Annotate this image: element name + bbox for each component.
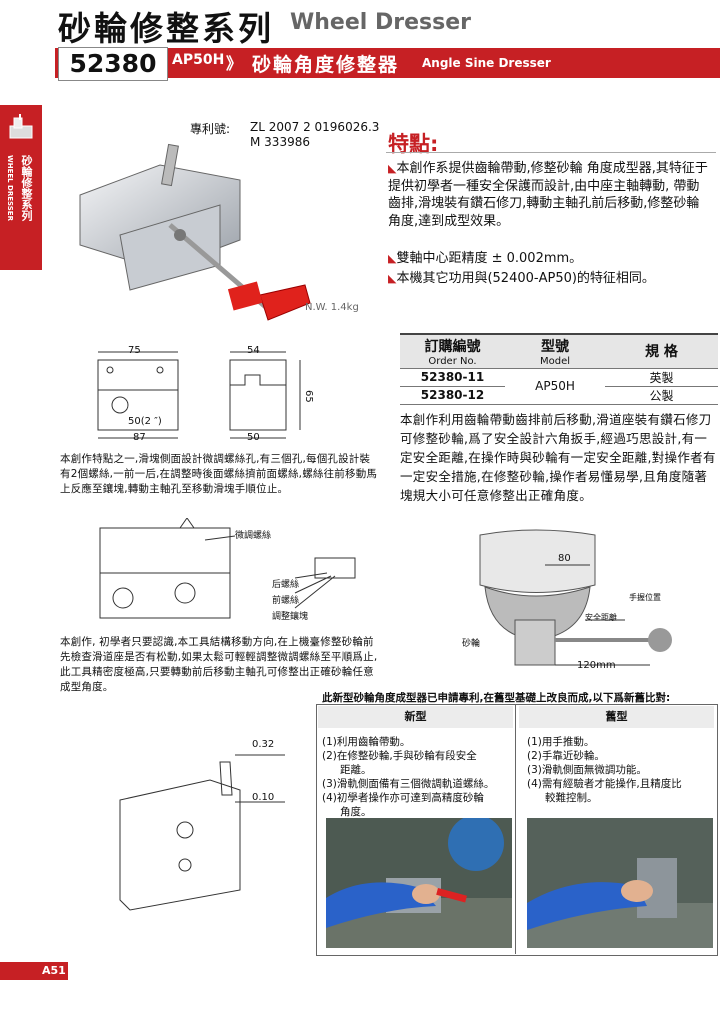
feature-item: ◣本機其它功用與(52400-AP50)的特征相同。 <box>388 271 655 286</box>
side-label-en: WHEEL DRESSER <box>6 155 14 221</box>
comparison-header-new: 新型 <box>318 706 513 728</box>
callout-label: 微調螺絲 <box>235 531 272 541</box>
subtitle-en: Angle Sine Dresser <box>422 56 551 70</box>
screw-drawing <box>99 518 356 619</box>
patent-label: 專利號: <box>190 122 231 136</box>
page-title: 砂輪修整系列 <box>58 9 274 48</box>
comparison-list-old: (1)用手推動。 (2)手靠近砂輪。 (3)滑軌側面無微調功能。 (4)需有經驗… <box>527 736 682 804</box>
divider <box>515 704 516 954</box>
angle-drawing <box>119 754 285 911</box>
callout-label: 后螺絲 <box>272 580 300 590</box>
net-weight: N.W. 1.4kg <box>305 302 359 313</box>
dim-label: 120mm <box>577 660 616 671</box>
photo-old-model <box>527 818 713 948</box>
callout-label: 前螺絲 <box>272 596 300 606</box>
table-header: 規 格 <box>605 334 718 369</box>
comparison-table <box>316 704 718 956</box>
dim-label: 50(2 ″) <box>128 416 162 427</box>
subtitle-zh: 砂輪角度修整器 <box>252 54 400 76</box>
dim-label: 0.10 <box>252 792 275 803</box>
chevron-icon: 》 <box>226 54 243 73</box>
table-row: 52380-11 AP50H 英製 <box>400 368 718 405</box>
triangle-bullet-icon: ◣ <box>388 272 397 285</box>
triangle-bullet-icon: ◣ <box>388 252 397 265</box>
dim-label: 54 <box>247 345 260 356</box>
features-title: 特點: <box>388 132 439 156</box>
callout-label: 手握位置 <box>629 593 661 602</box>
dim-label: 80 <box>558 553 571 564</box>
description-main: 本創作利用齒輪帶動齒排前后移動,滑道座裝有鑽石修刀可修整砂輪,爲了安全設計六角扳… <box>400 412 716 503</box>
description-1: 本創作特點之一,滑塊側面設計微調螺絲孔,有三個孔,每個孔設計裝有2個螺絲,一前一… <box>60 453 378 495</box>
page-number: A51 <box>0 962 68 980</box>
wheel-diagram <box>479 529 672 666</box>
dim-label: 0.32 <box>252 739 275 750</box>
triangle-bullet-icon: ◣ <box>388 162 397 175</box>
table-row: 52380-12 公製 <box>400 386 718 405</box>
dim-label: 65 <box>303 390 314 403</box>
dim-label: 87 <box>133 432 146 443</box>
patent-number: ZL 2007 2 0196026.3 <box>250 120 380 134</box>
dimension-drawing <box>97 351 301 439</box>
comparison-intro: 此新型砂輪角度成型器已申請專利,在舊型基礎上改良而成,以下爲新舊比對: <box>322 692 671 704</box>
page-title-en: Wheel Dresser <box>290 10 471 35</box>
model-label: AP50H <box>172 52 225 68</box>
comparison-header-old: 舊型 <box>519 706 714 728</box>
comparison-list-new: (1)利用齒輪帶動。 (2)在修整砂輪,手與砂輪有段安全 距離。 (3)滑軌側面… <box>322 736 495 818</box>
callout-label: 安全距離 <box>585 613 617 622</box>
dim-label: 50 <box>247 432 260 443</box>
patent-number: M 333986 <box>250 135 310 149</box>
description-2: 本創作, 初學者只要認識,本工具結構移動方向,在上機臺修整砂輪前先檢查滑道座是否… <box>60 636 378 693</box>
feature-item: ◣本創作系提供齒輪帶動,修整砂輪 角度成型器,其特征于提供初學者一種安全保護而設… <box>388 161 708 229</box>
dresser-icon <box>9 114 33 139</box>
callout-label: 調整鑲塊 <box>272 612 309 622</box>
feature-item: ◣雙軸中心距精度 ± 0.002mm。 <box>388 251 583 266</box>
side-label-zh: 砂輪修整系列 <box>20 155 33 221</box>
dim-label: 75 <box>128 345 141 356</box>
photo-new-model <box>326 818 512 948</box>
model-number: 52380 <box>58 47 168 81</box>
callout-label: 砂輪 <box>462 639 481 649</box>
product-image <box>79 143 311 321</box>
divider <box>386 152 716 153</box>
